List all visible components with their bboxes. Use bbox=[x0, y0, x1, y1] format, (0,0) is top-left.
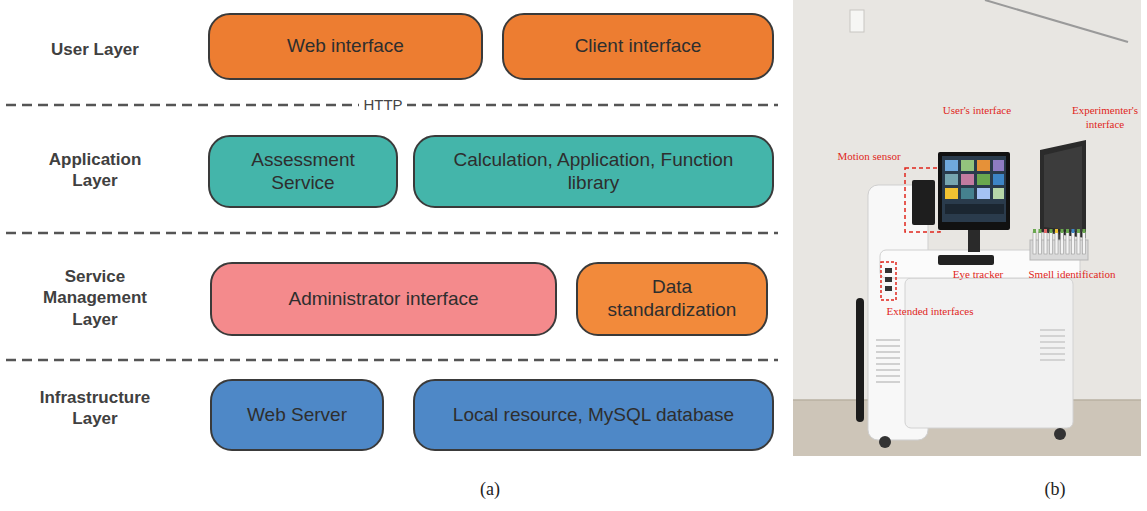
layer-name: Service Management Layer bbox=[25, 266, 165, 330]
panel-letter: (b) bbox=[1045, 478, 1066, 501]
photo-callout: Motion sensor bbox=[837, 150, 900, 164]
user-interface-box: Client interface bbox=[502, 13, 774, 80]
layer-name: Service Management Layer bbox=[25, 256, 165, 340]
panel-letter: (a) bbox=[470, 476, 510, 502]
photo-callout: Smell identification bbox=[1028, 268, 1115, 282]
protocol-label: HTTP bbox=[359, 96, 406, 115]
photo-callout: Smell identification bbox=[1020, 267, 1124, 283]
panel-letter: (b) bbox=[1035, 476, 1075, 502]
photo-callout: Experimenter's interface bbox=[1068, 104, 1142, 132]
box-label: Calculation, Application, Function libra… bbox=[429, 149, 758, 195]
protocol-label: HTTP bbox=[355, 96, 411, 115]
user-interface-box: Web interface bbox=[208, 13, 483, 80]
photo-callout: User's interface bbox=[943, 104, 1011, 118]
box-label: Web Server bbox=[247, 404, 347, 427]
service-management-box: Data standardization bbox=[576, 262, 768, 336]
infrastructure-box: Local resource, MySQL database bbox=[413, 379, 774, 451]
panel-letter: (a) bbox=[480, 478, 500, 501]
layer-name: Application Layer bbox=[25, 149, 165, 192]
box-label: Assessment Service bbox=[224, 149, 382, 195]
box-label: Web interface bbox=[287, 35, 404, 58]
service-management-box: Administrator interface bbox=[210, 262, 557, 336]
layer-name: Infrastructure Layer bbox=[25, 387, 165, 430]
box-label: Local resource, MySQL database bbox=[453, 404, 734, 427]
layer-separator bbox=[6, 232, 778, 235]
application-box: Assessment Service bbox=[208, 135, 398, 208]
photo-callout: User's interface bbox=[933, 103, 1021, 119]
photo-callout: Experimenter's interface bbox=[1068, 103, 1142, 133]
layer-name: User Layer bbox=[25, 30, 165, 70]
infrastructure-box: Web Server bbox=[210, 379, 384, 451]
box-label: Client interface bbox=[575, 35, 702, 58]
photo-callout: Eye tracker bbox=[946, 267, 1010, 283]
photo-callout: Extended interfaces bbox=[886, 305, 973, 319]
device-photo bbox=[793, 0, 1141, 456]
box-label: Administrator interface bbox=[288, 288, 478, 311]
photo-callout: Motion sensor bbox=[831, 149, 907, 165]
layer-name: Application Layer bbox=[25, 140, 165, 200]
photo-callout: Eye tracker bbox=[953, 268, 1003, 282]
layer-name: Infrastructure Layer bbox=[25, 378, 165, 438]
application-box: Calculation, Application, Function libra… bbox=[413, 135, 774, 208]
layer-separator bbox=[6, 359, 778, 362]
box-label: Data standardization bbox=[592, 276, 752, 322]
layer-name: User Layer bbox=[51, 39, 139, 60]
photo-callout: Extended interfaces bbox=[878, 304, 982, 320]
